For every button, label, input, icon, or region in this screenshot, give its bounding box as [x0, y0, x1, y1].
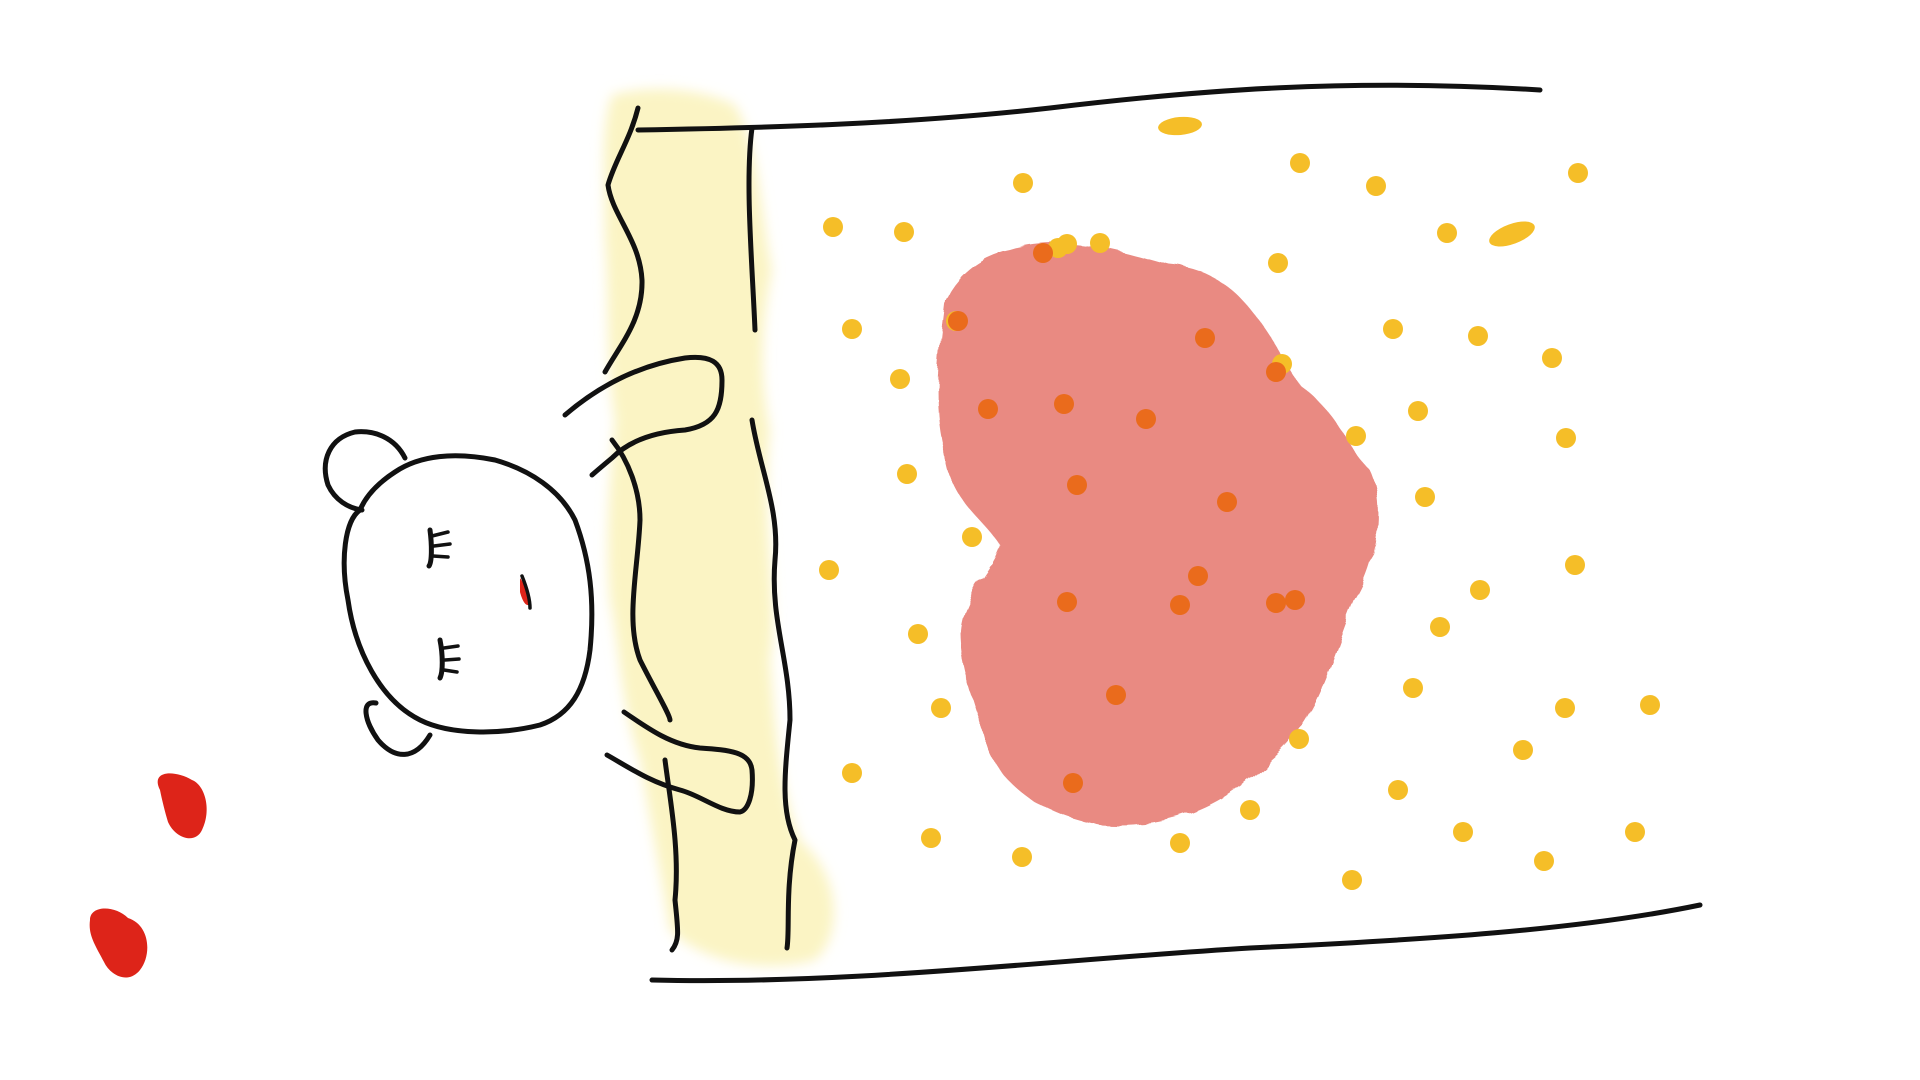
dot — [962, 527, 982, 547]
dot — [1170, 833, 1190, 853]
dot-on-heart — [1057, 592, 1077, 612]
dot — [1453, 822, 1473, 842]
dot-on-heart — [1266, 362, 1286, 382]
dot-on-heart — [1170, 595, 1190, 615]
dot-on-heart — [1136, 409, 1156, 429]
dot-on-heart — [1054, 394, 1074, 414]
dot-on-heart — [1063, 773, 1083, 793]
dot — [1013, 173, 1033, 193]
dot-on-heart — [1188, 566, 1208, 586]
dot — [894, 222, 914, 242]
dot-on-heart — [978, 399, 998, 419]
dot — [1090, 233, 1110, 253]
blanket-dots — [819, 116, 1660, 890]
bear-ear-bottom — [363, 700, 433, 757]
bear-eye-top — [426, 527, 434, 569]
blanket-outline — [635, 82, 1703, 984]
dot — [842, 763, 862, 783]
dot — [819, 560, 839, 580]
dash — [1489, 221, 1535, 247]
bear — [322, 354, 755, 815]
dot — [1240, 800, 1260, 820]
dot-on-heart — [1067, 475, 1087, 495]
dot-on-heart — [948, 311, 968, 331]
bear-arm-bottom — [604, 709, 755, 815]
small-heart-top — [157, 773, 207, 839]
bear-arm-top — [562, 354, 725, 478]
pillow-outline — [602, 105, 798, 953]
blanket-heart — [937, 243, 1379, 826]
dot — [842, 319, 862, 339]
dot-on-heart — [1217, 492, 1237, 512]
dot — [1468, 326, 1488, 346]
dot — [1403, 678, 1423, 698]
dot — [1388, 780, 1408, 800]
bear-head — [341, 453, 595, 735]
dot — [908, 624, 928, 644]
dot — [1470, 580, 1490, 600]
bear-ear-top — [322, 429, 408, 513]
dot — [1408, 401, 1428, 421]
dash — [1158, 116, 1202, 136]
dot — [890, 369, 910, 389]
dot — [1640, 695, 1660, 715]
dot — [1556, 428, 1576, 448]
bear-eye-bottom — [437, 637, 445, 681]
dot — [1268, 253, 1288, 273]
dot — [1342, 870, 1362, 890]
dot — [1555, 698, 1575, 718]
dot — [1289, 729, 1309, 749]
dot — [1012, 847, 1032, 867]
dot — [1542, 348, 1562, 368]
small-heart-bottom — [89, 908, 148, 978]
dot — [1366, 176, 1386, 196]
dot — [1625, 822, 1645, 842]
dot-on-heart — [1033, 243, 1053, 263]
dot — [1437, 223, 1457, 243]
dot — [1565, 555, 1585, 575]
dot — [1513, 740, 1533, 760]
dot — [1290, 153, 1310, 173]
pillow — [603, 89, 834, 966]
dot — [1534, 851, 1554, 871]
dot — [1430, 617, 1450, 637]
dot-on-heart — [1106, 685, 1126, 705]
dot — [1415, 487, 1435, 507]
dot — [1383, 319, 1403, 339]
dot — [897, 464, 917, 484]
dot-on-heart — [1285, 590, 1305, 610]
dot-on-heart — [1266, 593, 1286, 613]
dot-on-heart — [1195, 328, 1215, 348]
dot — [1346, 426, 1366, 446]
dot — [823, 217, 843, 237]
dot — [921, 828, 941, 848]
dot — [1568, 163, 1588, 183]
dot — [931, 698, 951, 718]
